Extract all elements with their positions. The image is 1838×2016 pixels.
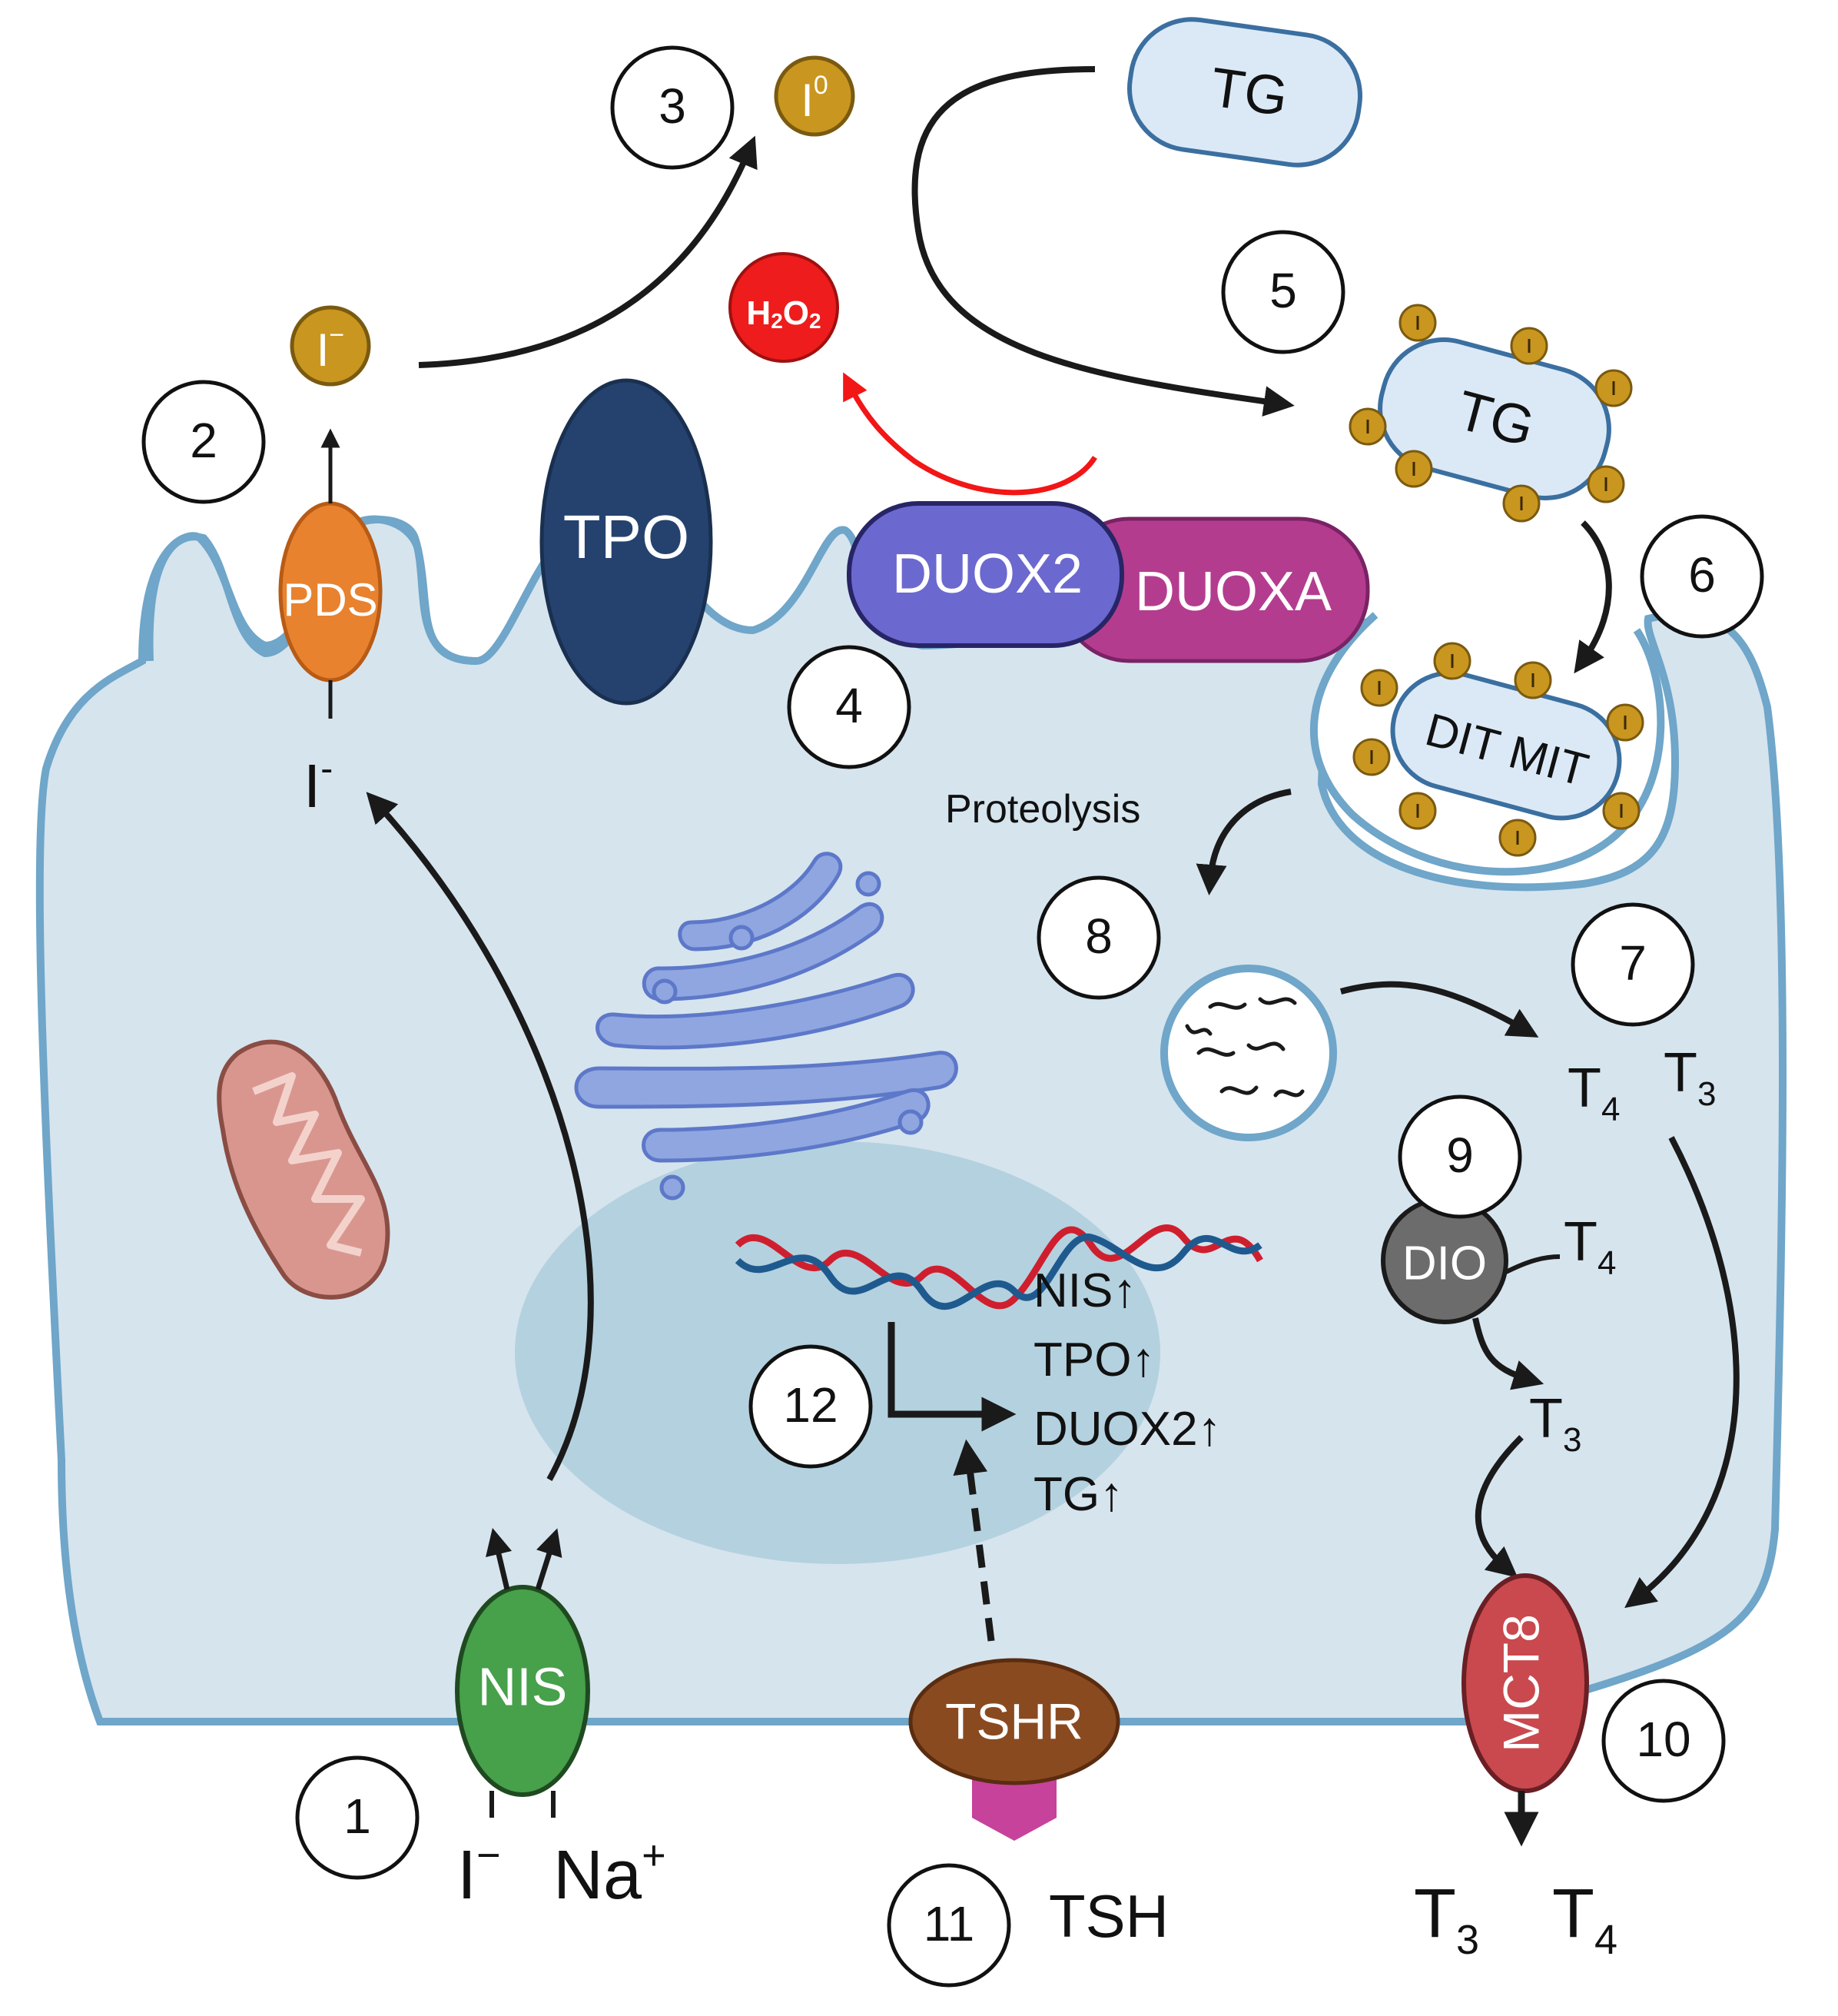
step-marker: 5: [1221, 230, 1345, 354]
mct8-transporter: MCT8: [1461, 1573, 1589, 1793]
dit-mit-complex: DIT MIT: [1352, 642, 1644, 857]
iodide-cytoplasm: I-: [304, 749, 333, 820]
duoxa-protein: DUOXA: [1058, 516, 1370, 663]
svg-text:4: 4: [835, 678, 863, 733]
svg-text:7: 7: [1619, 935, 1647, 991]
step-marker: 7: [1571, 902, 1695, 1027]
svg-text:11: 11: [924, 1896, 974, 1951]
tshr-signal-arrow: [953, 1439, 995, 1642]
svg-text:MCT8: MCT8: [1492, 1614, 1549, 1752]
lysosome: [1160, 965, 1337, 1141]
step-marker: 12: [748, 1344, 873, 1469]
step-marker: 4: [787, 645, 911, 769]
t4-released: T4: [1568, 1058, 1620, 1128]
svg-text:TSHR: TSHR: [945, 1692, 1083, 1749]
iodine-elemental: I0: [774, 55, 855, 137]
tpo-enzyme: TPO: [539, 378, 713, 706]
svg-text:3: 3: [659, 78, 686, 134]
nis-symporter: NIS: [455, 1585, 590, 1797]
svg-text:6: 6: [1688, 547, 1716, 603]
svg-text:NIS↑: NIS↑: [1033, 1264, 1136, 1317]
svg-text:PDS: PDS: [283, 574, 377, 626]
svg-text:DUOX2: DUOX2: [892, 543, 1083, 605]
h2o2-production-arrow: [843, 372, 1097, 496]
dio-enzyme: DIO: [1381, 1197, 1508, 1324]
step-marker: 9: [1398, 1094, 1522, 1219]
svg-text:9: 9: [1446, 1128, 1474, 1183]
svg-text:TPO: TPO: [563, 503, 689, 571]
t3-secreted: T3: [1414, 1875, 1479, 1963]
svg-text:I−: I−: [317, 321, 345, 376]
svg-text:DUOXA: DUOXA: [1135, 561, 1332, 623]
svg-text:H2O2: H2O2: [746, 294, 821, 334]
svg-text:2: 2: [190, 413, 217, 468]
svg-text:10: 10: [1636, 1712, 1690, 1767]
t4-secreted: T4: [1552, 1875, 1617, 1963]
svg-text:5: 5: [1269, 263, 1297, 318]
svg-text:TG: TG: [1207, 56, 1292, 128]
dna-strand-blue: [735, 1234, 1262, 1310]
t4-substrate: T4: [1564, 1211, 1616, 1282]
iodide-extracellular: I−: [457, 1832, 501, 1914]
svg-text:TPO↑: TPO↑: [1033, 1333, 1155, 1387]
mitochondrion: [217, 1039, 390, 1300]
pds-transporter: PDS: [278, 501, 383, 683]
thyroglobulin-free: TG: [1126, 17, 1363, 168]
svg-text:8: 8: [1085, 908, 1113, 964]
iodination-arrow: [911, 66, 1295, 417]
iodide-transport-arrow: [366, 792, 594, 1481]
h2o2-molecule: H2O2: [728, 252, 839, 363]
tsh-label: TSH: [1049, 1882, 1169, 1950]
golgi-apparatus: [574, 852, 958, 1201]
transcription-arrow: [887, 1322, 1017, 1432]
step-marker: 3: [610, 45, 735, 170]
step-marker: 8: [1037, 875, 1161, 1000]
svg-text:DUOX2↑: DUOX2↑: [1033, 1403, 1222, 1456]
duox2-protein: DUOX2: [847, 501, 1124, 648]
sodium-extracellular: Na+: [553, 1832, 666, 1914]
step-marker: 2: [141, 380, 266, 504]
svg-text:DIO: DIO: [1402, 1237, 1487, 1290]
thyroglobulin-iodinated: TG: [1349, 304, 1633, 523]
svg-text:I0: I0: [801, 71, 828, 126]
svg-text:12: 12: [783, 1377, 838, 1433]
iodide-apical: I−: [290, 305, 371, 387]
tshr-receptor: TSHR: [908, 1658, 1120, 1785]
t3-released: T3: [1664, 1042, 1716, 1113]
svg-text:1: 1: [343, 1788, 371, 1844]
svg-text:TG↑: TG↑: [1033, 1468, 1123, 1521]
step-marker: 6: [1640, 514, 1764, 639]
svg-text:NIS: NIS: [478, 1656, 568, 1716]
upregulated-genes: NIS↑ TPO↑ DUOX2↑ TG↑: [1033, 1264, 1222, 1521]
proteolysis-label: Proteolysis: [945, 787, 1140, 832]
dna-strand-red: [735, 1224, 1263, 1310]
t3-product: T3: [1529, 1388, 1581, 1459]
step-marker: 10: [1601, 1679, 1726, 1803]
step-marker: 1: [295, 1755, 420, 1880]
step-marker: 11: [887, 1863, 1011, 1988]
